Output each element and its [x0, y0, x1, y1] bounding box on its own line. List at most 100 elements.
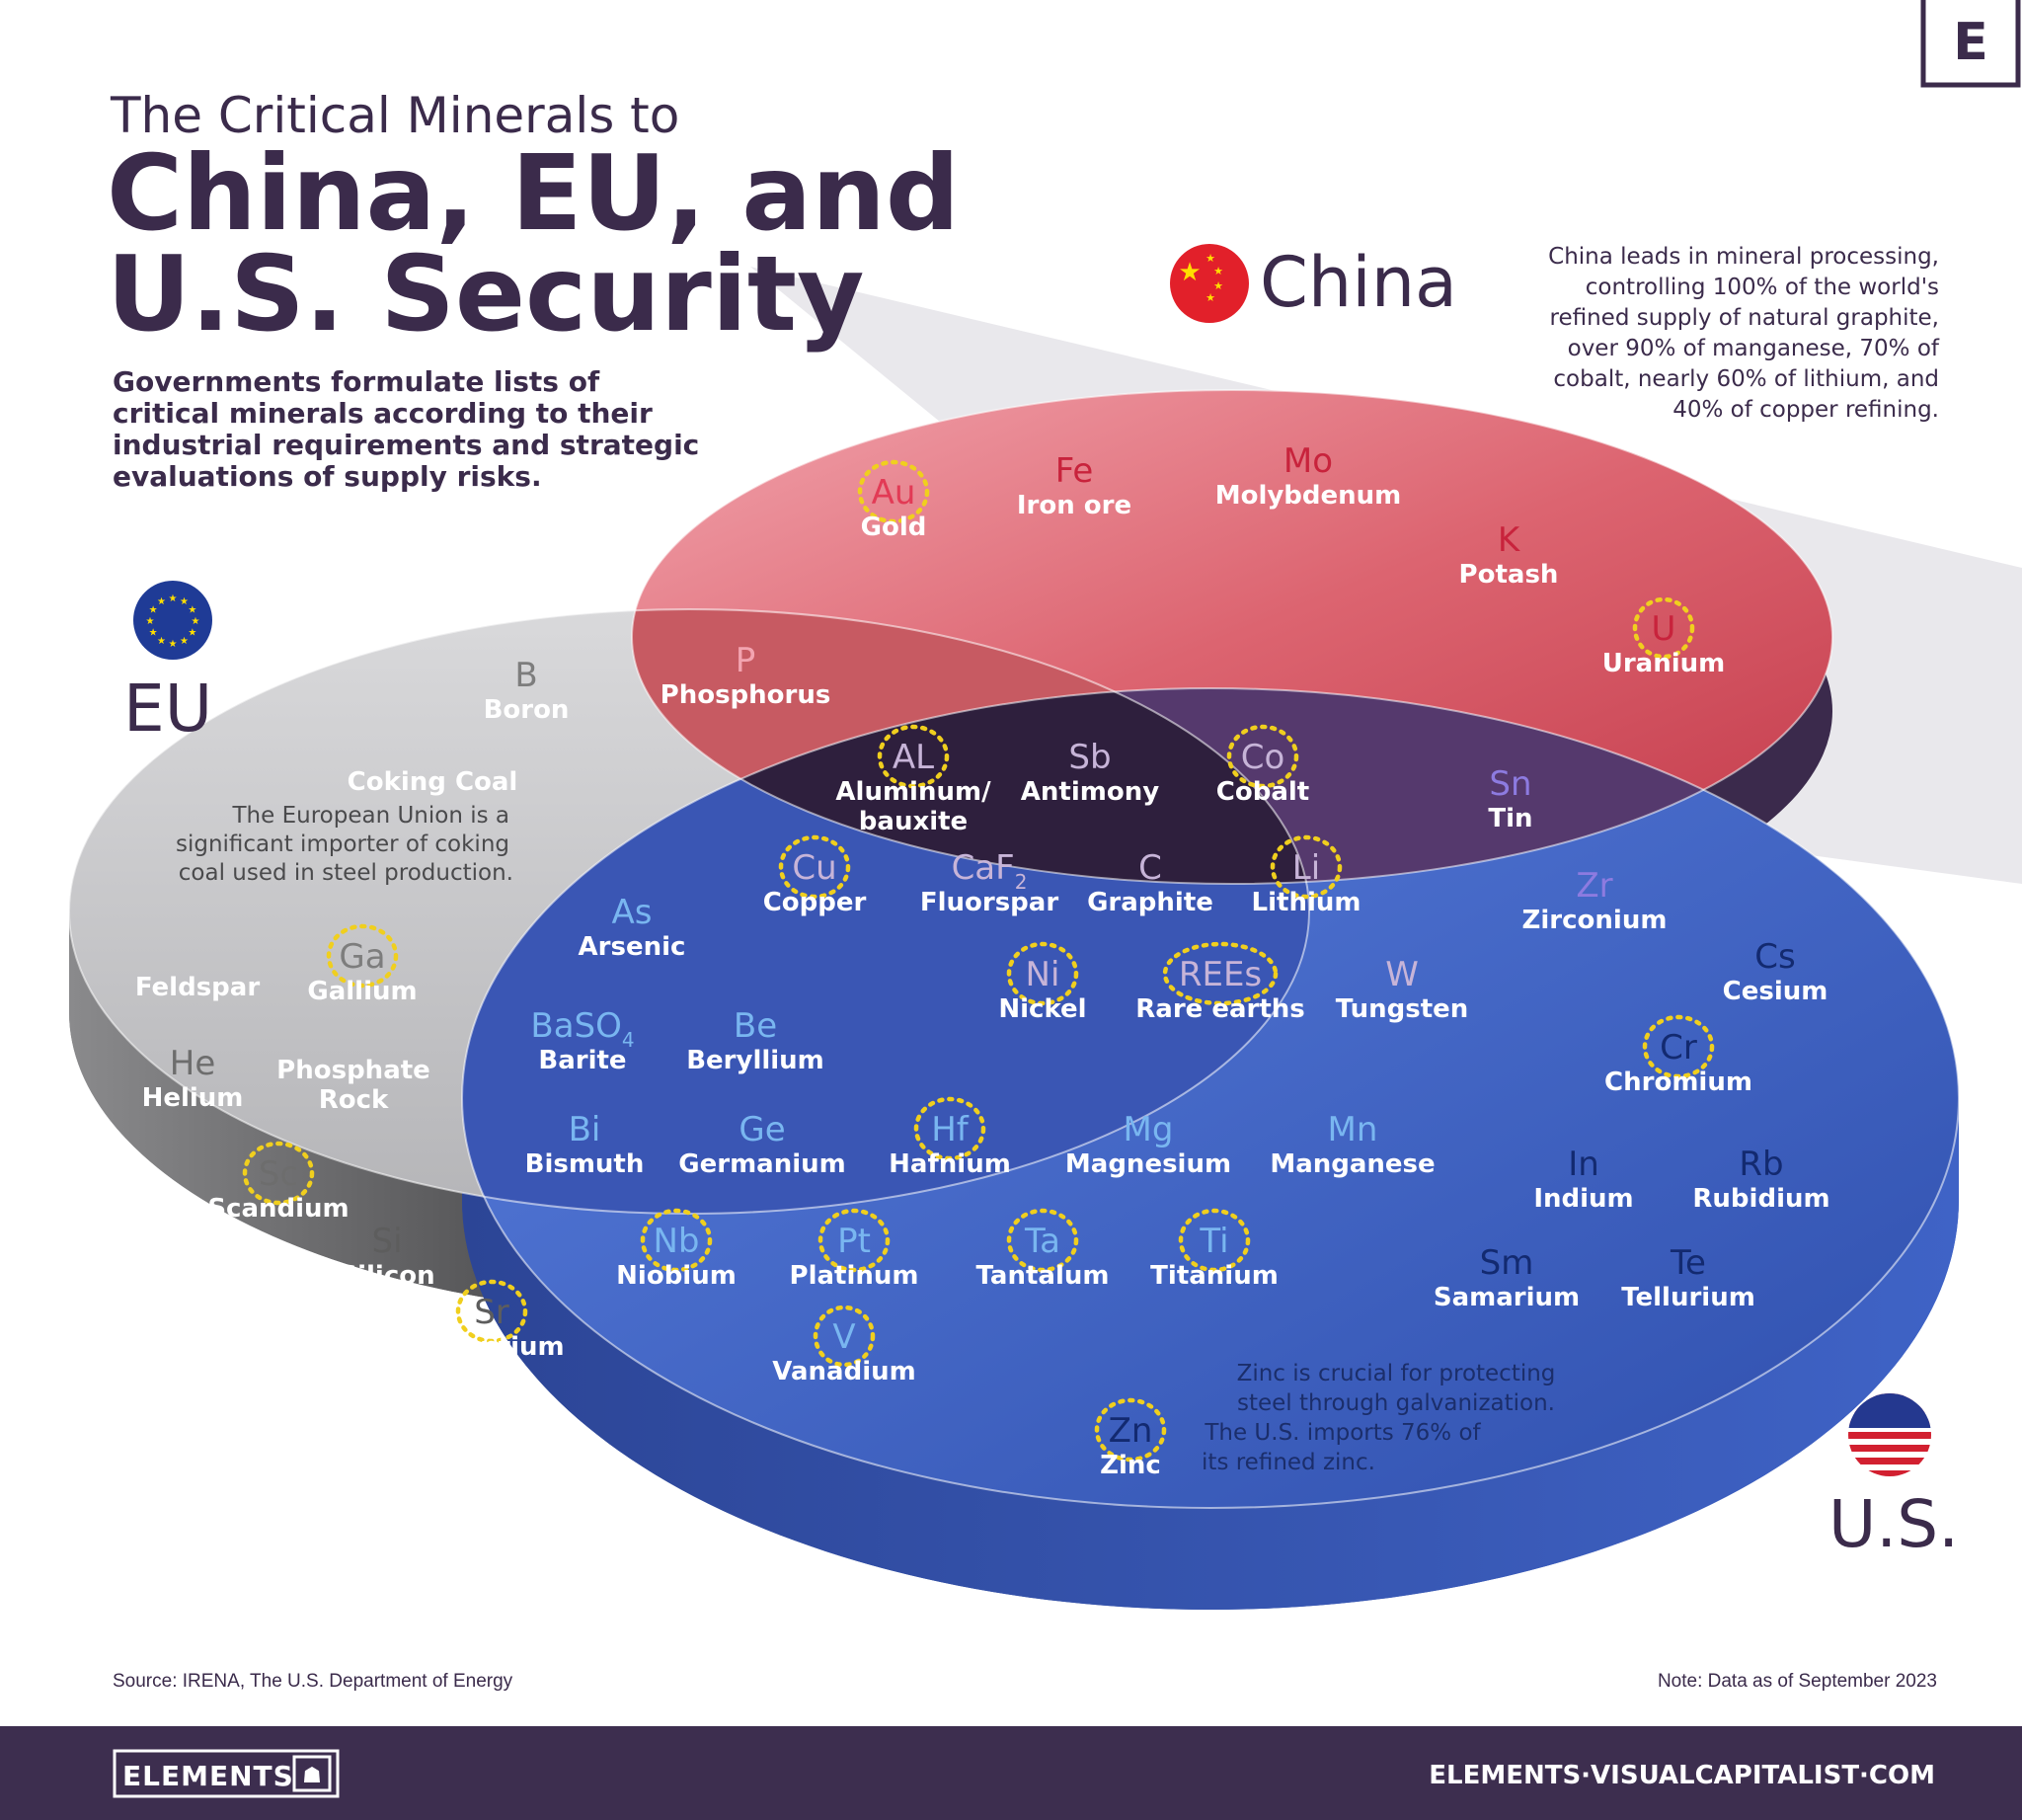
- mineral-name: Indium: [1533, 1184, 1633, 1214]
- mineral-name: Barite: [538, 1046, 626, 1075]
- mineral-symbol: C: [1138, 848, 1162, 888]
- highlight-ring: [1226, 724, 1299, 789]
- mineral-name: Platinum: [790, 1261, 919, 1291]
- eu-flag-star: ★: [180, 636, 189, 647]
- mineral-symbol: Pt: [837, 1222, 871, 1261]
- mineral-symbol: Mn: [1328, 1110, 1378, 1149]
- highlight-ring: [857, 459, 930, 524]
- eu-flag-star: ★: [169, 593, 178, 604]
- mineral-name: Uranium: [1602, 649, 1726, 678]
- elements-logo-box[interactable]: [113, 1749, 340, 1798]
- china-note-line: 40% of copper refining.: [1672, 397, 1939, 423]
- mineral-name: Chromium: [1604, 1068, 1752, 1097]
- mineral-symbol: In: [1568, 1145, 1599, 1184]
- mineral-symbol: Sc: [259, 1154, 298, 1194]
- us-outline: [461, 687, 1960, 1509]
- mineral-symbol: Be: [734, 1006, 777, 1046]
- china-note-line: cobalt, nearly 60% of lithium, and: [1553, 366, 1939, 392]
- mineral-name: Antimony: [1021, 777, 1159, 807]
- mineral-name: Molybdenum: [1215, 481, 1402, 511]
- mineral-symbol: Cu: [792, 848, 836, 888]
- mineral-symbol: Li: [1292, 848, 1320, 888]
- mineral-symbol: Fe: [1055, 451, 1094, 491]
- china-note-line: over 90% of manganese, 70% of: [1568, 336, 1940, 361]
- highlight-ring: [1270, 834, 1343, 900]
- china-note-line: refined supply of natural graphite,: [1550, 305, 1940, 331]
- china-label: China: [1260, 242, 1457, 323]
- mineral-name: Phosphorus: [661, 680, 831, 710]
- china-flag-star: ★: [1205, 291, 1215, 304]
- mineral-name: Niobium: [616, 1261, 737, 1291]
- mineral-symbol: REEs: [1179, 955, 1262, 994]
- mineral-name: Arsenic: [579, 932, 686, 962]
- mineral-symbol: Ta: [1024, 1222, 1060, 1261]
- elements-logo-text: ELEMENTS: [122, 1760, 294, 1792]
- highlight-ring: [1006, 941, 1079, 1006]
- mineral-symbol: Te: [1670, 1243, 1706, 1283]
- mineral-symbol: Zr: [1576, 866, 1612, 906]
- mineral-name: Tantalum: [976, 1261, 1110, 1291]
- mineral-symbol: Sr: [474, 1293, 509, 1332]
- elements-logo-glyph: ☗: [302, 1764, 322, 1788]
- highlight-ring: [813, 1305, 876, 1368]
- highlight-ring: [1642, 1014, 1715, 1079]
- intro-line: critical minerals according to their: [113, 397, 653, 430]
- highlight-ring: [778, 834, 851, 900]
- eu-flag-stars: ★★★★★★★★★★★★: [146, 593, 200, 650]
- mineral-name: Zinc: [1100, 1451, 1161, 1480]
- mineral-name: Strontium: [419, 1332, 564, 1362]
- eu-flag-icon: [133, 581, 212, 660]
- mineral-symbol: Si: [371, 1222, 402, 1261]
- mineral-name: Germanium: [678, 1149, 845, 1179]
- mineral-name: Silicon: [339, 1261, 434, 1291]
- mineral-name: Gold: [861, 513, 927, 542]
- mineral-symbol: Cr: [1660, 1028, 1697, 1068]
- intro-line: industrial requirements and strategic: [113, 429, 699, 461]
- intro-text: Governments formulate lists of critical …: [113, 365, 699, 493]
- mineral-name: Fluorspar: [920, 888, 1058, 917]
- mineral-symbol: Mo: [1283, 441, 1333, 481]
- highlight-ring: [817, 1208, 891, 1273]
- china-note-line: China leads in mineral processing,: [1548, 244, 1939, 270]
- eu-flag-star: ★: [169, 639, 178, 650]
- eu-flag-star: ★: [188, 628, 196, 639]
- mineral-symbol: As: [612, 893, 653, 932]
- mineral-name: Iron ore: [1017, 491, 1131, 520]
- brand-corner-mark: [1920, 0, 2021, 88]
- china-flag-star: ★: [1205, 252, 1215, 265]
- mineral-symbol: Sm: [1480, 1243, 1534, 1283]
- mineral-name: Tungsten: [1336, 994, 1469, 1024]
- mineral-name: Coking Coal: [348, 767, 518, 797]
- china-note: China leads in mineral processing, contr…: [1548, 244, 1940, 423]
- site-url[interactable]: ELEMENTS·VISUALCAPITALIST·COM: [1429, 1761, 1935, 1790]
- mineral-symbol: Sb: [1068, 738, 1111, 777]
- eu-flag-star: ★: [188, 605, 196, 616]
- us-note-line: its refined zinc.: [1202, 1450, 1375, 1475]
- eu-flag-star: ★: [146, 616, 155, 627]
- mineral-symbol: BaSO4: [530, 1006, 634, 1052]
- mineral-symbol: Mg: [1124, 1110, 1174, 1149]
- brand-letter: E: [1953, 13, 1988, 72]
